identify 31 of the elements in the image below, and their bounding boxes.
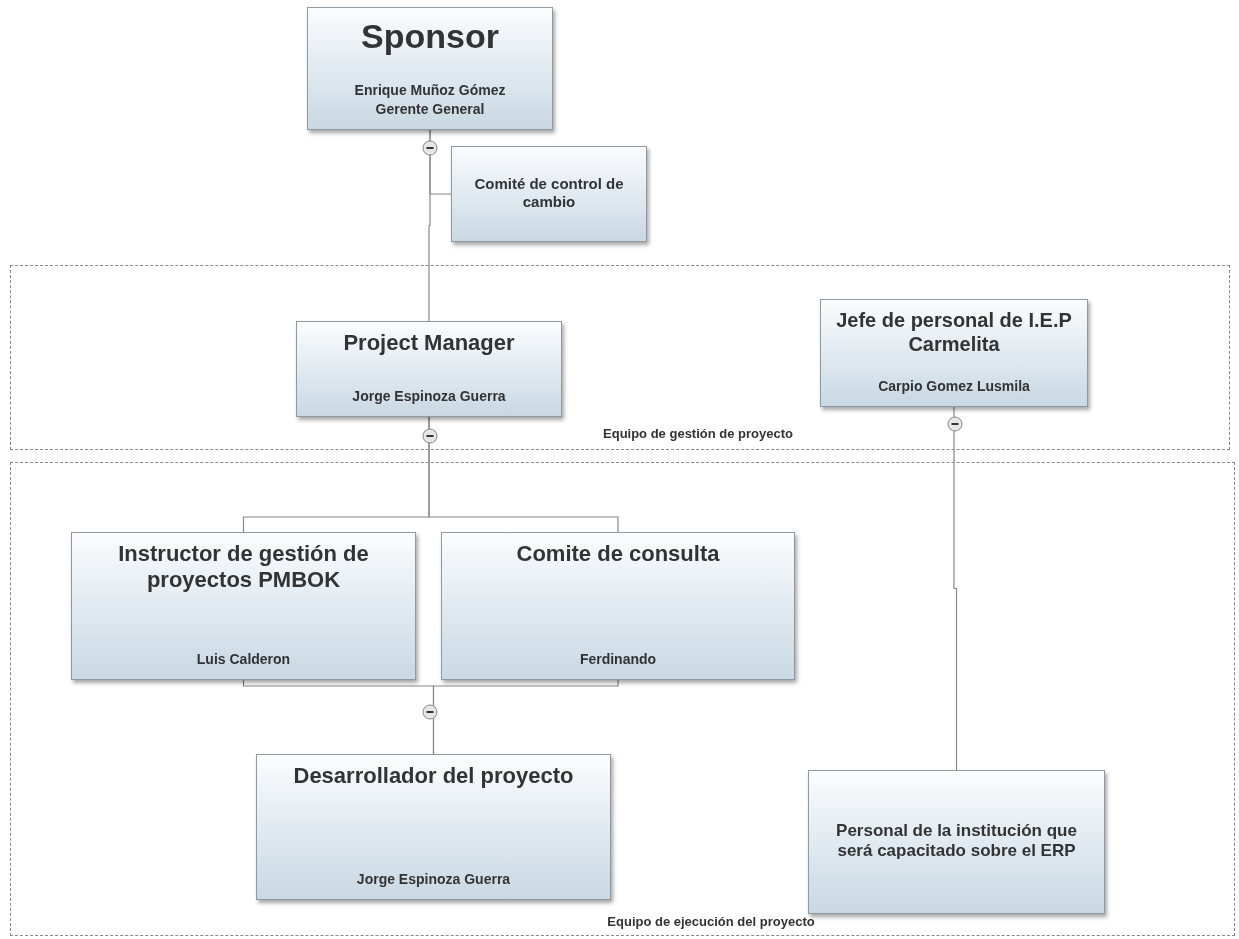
person-name: Gerente General: [375, 100, 485, 119]
person-name: Carpio Gomez Lusmila: [878, 377, 1030, 396]
org-box: [296, 321, 562, 417]
person-name: Jorge Espinoza Guerra: [356, 870, 511, 889]
role-title: Personal de la institución que será capacitado sobre el ERP: [835, 820, 1078, 862]
group-boundary: [10, 265, 1230, 450]
person-name: Jorge Espinoza Guerra: [352, 387, 506, 406]
role-title: Project Manager: [343, 330, 515, 357]
role-title: Comité de control de cambio: [473, 175, 625, 211]
connector-line: [428, 416, 619, 533]
role-title: Instructor de gestión de proyectos PMBOK: [117, 541, 370, 594]
connector-line: [432, 679, 619, 755]
role-title: Jefe de personal de I.E.P Carmelita: [835, 308, 1073, 356]
role-title: Sponsor: [361, 16, 499, 57]
org-box: [820, 299, 1088, 407]
org-box: [71, 532, 416, 680]
person-name: Ferdinando: [579, 650, 657, 669]
connector-line: [428, 129, 431, 322]
connector-line: [953, 406, 958, 771]
org-box: [808, 770, 1105, 914]
org-box: [441, 532, 795, 680]
person-name: Luis Calderon: [196, 650, 291, 669]
org-box: [307, 7, 553, 130]
org-box: [451, 146, 647, 242]
person-name: Enrique Muñoz Gómez: [354, 81, 506, 101]
role-title: Desarrollador del proyecto: [293, 763, 574, 790]
group-label: Equipo de ejecución del proyecto: [607, 914, 815, 929]
org-box: [256, 754, 611, 900]
group-boundary: [10, 462, 1235, 936]
group-label: Equipo de gestión de proyecto: [603, 426, 793, 441]
role-title: Comite de consulta: [516, 541, 720, 568]
